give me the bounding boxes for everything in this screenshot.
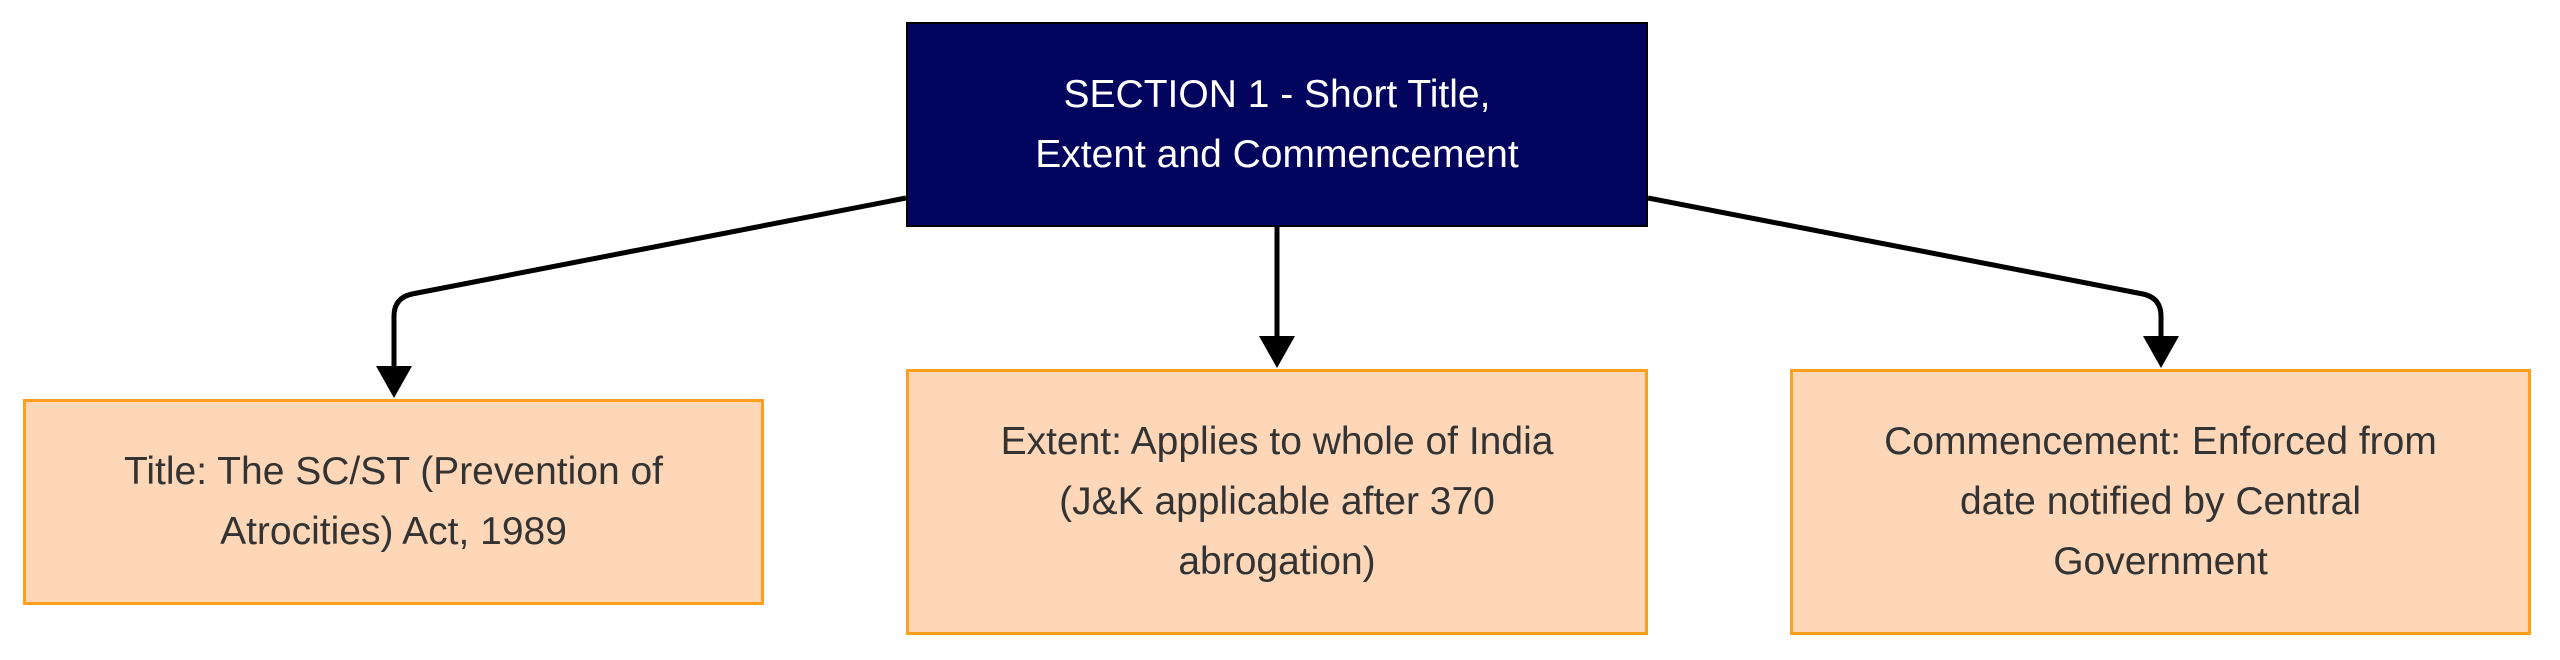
child-node-extent-label: Extent: Applies to whole of India (J&K a… <box>1000 420 1554 583</box>
root-node-section-1: SECTION 1 - Short Title, Extent and Comm… <box>906 22 1648 227</box>
root-node-line-1: SECTION 1 - Short Title, <box>1063 72 1491 116</box>
child-node-commencement: Commencement: Enforced from date notifie… <box>1790 369 2531 635</box>
child-node-title-label: Title: The SC/ST (Prevention of Atrociti… <box>123 450 663 553</box>
edge-root-to-commencement <box>1647 195 2164 336</box>
arrowhead-commencement <box>2143 336 2179 368</box>
child-node-title: Title: The SC/ST (Prevention of Atrociti… <box>23 399 764 605</box>
arrowhead-title <box>376 366 412 398</box>
root-node-label: SECTION 1 - Short Title, Extent and Comm… <box>1035 65 1518 185</box>
edge-root-to-title <box>391 195 907 366</box>
arrowhead-extent <box>1259 336 1295 368</box>
child-node-extent: Extent: Applies to whole of India (J&K a… <box>906 369 1648 635</box>
root-node-line-2: Extent and Commencement <box>1035 132 1519 176</box>
child-node-commencement-label: Commencement: Enforced from date notifie… <box>1884 420 2437 583</box>
